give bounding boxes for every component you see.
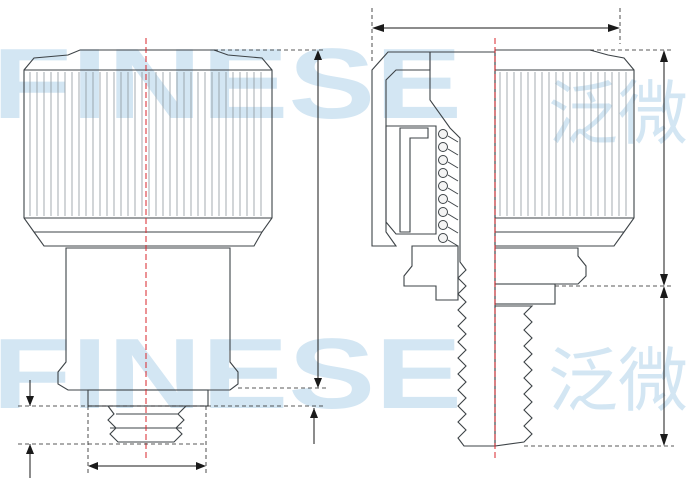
arrow-head <box>372 24 384 32</box>
right-dimensions <box>371 8 674 447</box>
screw-body-section <box>429 51 496 447</box>
spring-coil <box>438 207 448 217</box>
spring-wire <box>447 161 459 169</box>
spring-coil <box>438 168 448 178</box>
arrow-head <box>660 50 668 62</box>
knurled-cap-right-half <box>494 49 635 247</box>
spring-wire <box>447 200 459 208</box>
sleeve <box>57 247 239 391</box>
watermark-cn-bottom: 泛微 <box>548 340 688 422</box>
spring-coil <box>438 233 448 243</box>
arrow-head <box>314 378 322 388</box>
spring-wire <box>447 239 459 247</box>
cap-shell-section <box>371 51 431 247</box>
knurl-lines-right <box>499 72 627 216</box>
arrow-head <box>26 444 34 454</box>
arrow-head <box>310 408 318 418</box>
cap-cavity <box>385 125 437 235</box>
left-dimensions <box>18 49 326 478</box>
arrow-head <box>660 286 668 298</box>
knurl-lines-left <box>29 72 262 216</box>
left-external-view <box>23 38 273 458</box>
arrow-head <box>196 462 206 470</box>
sleeve-section <box>403 245 459 301</box>
spring-section <box>438 129 459 247</box>
arrow-head <box>608 24 620 32</box>
right-section-view <box>371 38 635 458</box>
arrow-head <box>26 396 34 406</box>
screw-thread-right-half <box>494 305 534 447</box>
arrow-head <box>88 462 98 470</box>
watermark-brand-top: FINESE <box>0 28 462 140</box>
watermark: FINESE 泛微 FINESE 泛微 <box>0 28 688 430</box>
spring-coil <box>438 181 448 191</box>
spring-coil <box>438 142 448 152</box>
retainer-section <box>399 127 429 233</box>
watermark-cn-top: 泛微 <box>548 73 688 155</box>
spring-coil <box>438 194 448 204</box>
spring-wire <box>447 226 459 234</box>
watermark-brand-bottom: FINESE <box>0 318 462 430</box>
arrow-head <box>660 434 668 446</box>
spring-wire <box>447 187 459 195</box>
spring-wire <box>447 174 459 182</box>
spring-coil <box>438 220 448 230</box>
knurled-cap <box>23 49 273 247</box>
sleeve-right-half <box>494 247 587 285</box>
arrow-head <box>660 274 668 286</box>
spring-coil <box>438 155 448 165</box>
spring-wire <box>447 213 459 221</box>
spring-coil <box>438 129 448 139</box>
arrow-head <box>314 50 322 60</box>
spring-wire <box>447 135 459 143</box>
flange-right-half <box>494 283 556 305</box>
spring-wire <box>447 148 459 156</box>
